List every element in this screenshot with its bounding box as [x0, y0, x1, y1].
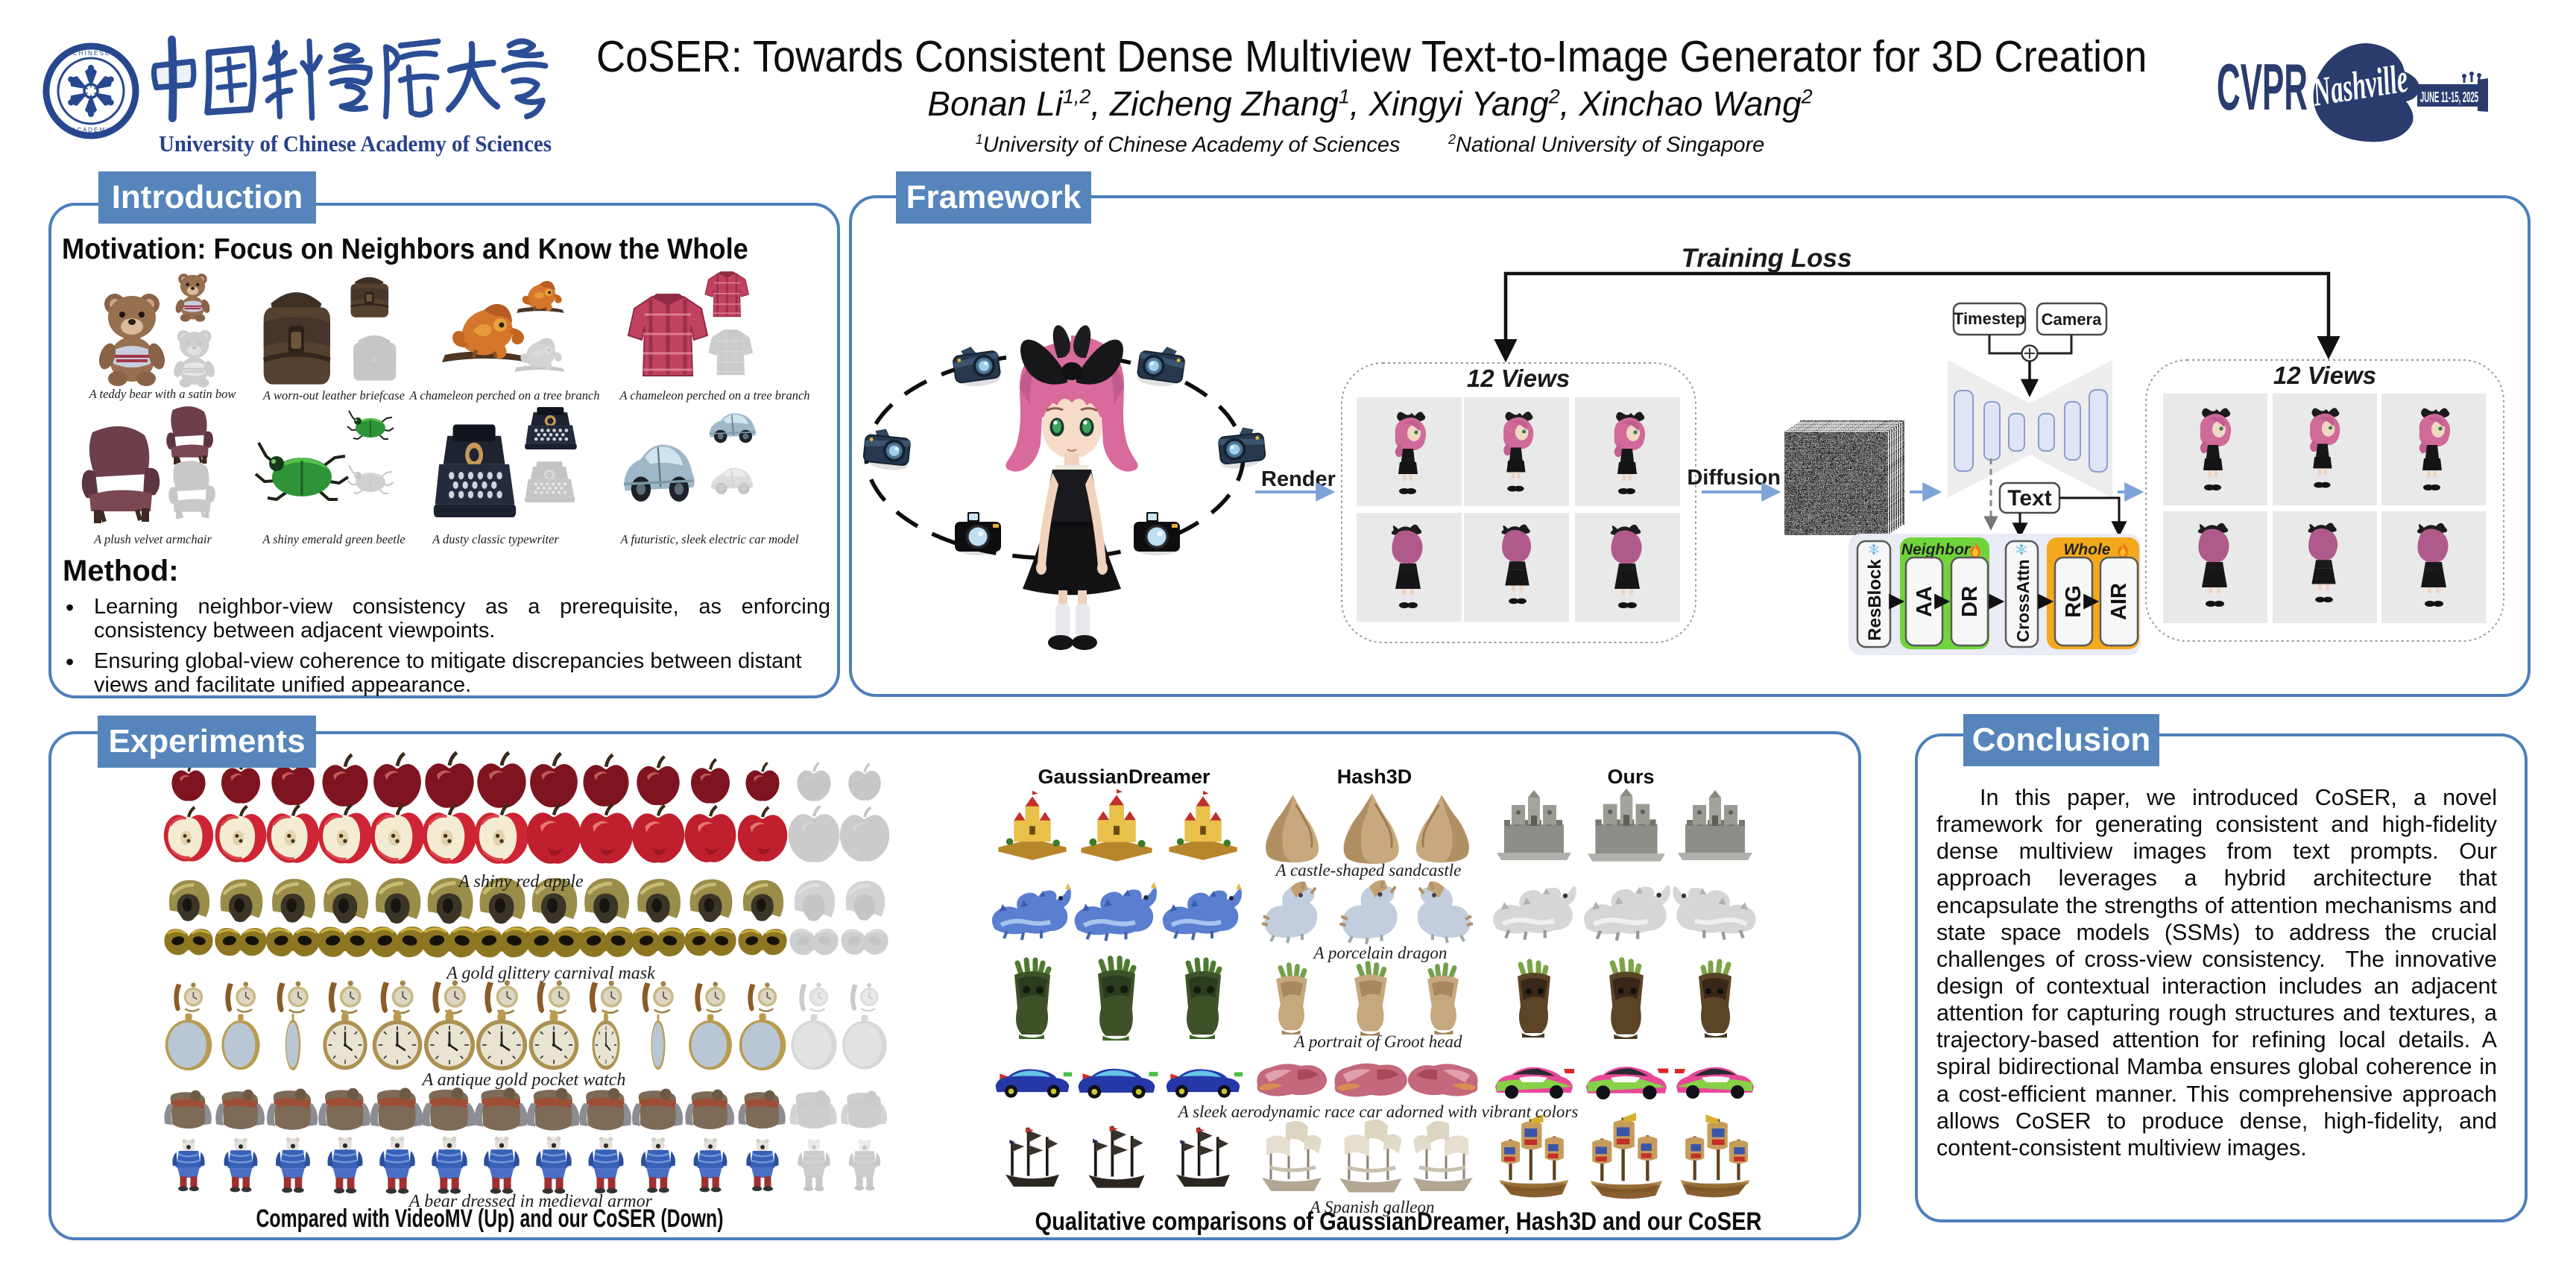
svg-text:A chameleon perched on a tree: A chameleon perched on a tree branch [619, 388, 809, 402]
svg-text:12 Views: 12 Views [1467, 364, 1570, 392]
svg-text:C H I N E S E: C H I N E S E [73, 50, 110, 57]
svg-text:University of Chinese Academy: University of Chinese Academy of Science… [159, 130, 552, 157]
svg-text:AIR: AIR [2107, 583, 2131, 620]
svg-text:Timestep: Timestep [1954, 309, 2025, 328]
svg-text:Whole: Whole [2064, 541, 2111, 558]
svg-text:A shiny emerald green beetle: A shiny emerald green beetle [262, 532, 405, 546]
svg-text:Qualitative comparisons of Gau: Qualitative comparisons of GaussianDream… [1035, 1208, 1762, 1236]
svg-text:A teddy bear with a satin bow: A teddy bear with a satin bow [89, 387, 236, 401]
svg-text:DR: DR [1958, 586, 1982, 617]
svg-text:Neighbor: Neighbor [1901, 541, 1972, 558]
svg-text:GaussianDreamer: GaussianDreamer [1038, 765, 1210, 788]
svg-text:A shiny red apple: A shiny red apple [457, 872, 584, 891]
svg-text:ResBlock: ResBlock [1865, 559, 1885, 641]
svg-text:JUNE 11-15, 2025: JUNE 11-15, 2025 [2420, 89, 2478, 106]
svg-text:A dusty classic typewriter: A dusty classic typewriter [432, 532, 559, 546]
svg-text:A worn-out leather briefcase: A worn-out leather briefcase [262, 388, 405, 402]
svg-text:A chameleon perched on a tree: A chameleon perched on a tree branch [408, 388, 599, 402]
svg-text:A antique gold pocket watch: A antique gold pocket watch [421, 1070, 626, 1090]
svg-text:Camera: Camera [2042, 310, 2102, 329]
svg-text:RG: RG [2062, 585, 2086, 618]
svg-text:A futuristic, sleek electric: A futuristic, sleek electric car model [620, 532, 799, 546]
svg-text:AA: AA [1913, 586, 1936, 617]
svg-text:A Spanish galleon: A Spanish galleon [1309, 1198, 1435, 1216]
svg-text:A bear dressed in medieval arm: A bear dressed in medieval armor [408, 1192, 653, 1211]
svg-text:Ours: Ours [1607, 765, 1654, 788]
svg-text:Training Loss: Training Loss [1682, 244, 1852, 273]
svg-text:Compared with VideoMV (Up) and: Compared with VideoMV (Up) and our CoSER… [256, 1205, 724, 1233]
svg-text:CVPR: CVPR [2217, 50, 2308, 124]
svg-text:A sleek aerodynamic race car a: A sleek aerodynamic race car adorned wit… [1177, 1102, 1579, 1121]
svg-text:A porcelain dragon: A porcelain dragon [1313, 944, 1448, 962]
svg-text:A C A D E M Y: A C A D E M Y [72, 127, 110, 133]
svg-text:A gold glittery carnival mask: A gold glittery carnival mask [445, 964, 655, 983]
svg-text:Hash3D: Hash3D [1337, 765, 1412, 788]
svg-text:A plush velvet armchair: A plush velvet armchair [93, 532, 212, 546]
svg-text:Text: Text [2007, 486, 2051, 511]
svg-text:Diffusion: Diffusion [1687, 466, 1781, 490]
svg-text:CrossAttn: CrossAttn [2013, 559, 2033, 642]
svg-text:A castle-shaped sandcastle: A castle-shaped sandcastle [1275, 861, 1462, 880]
svg-text:Render: Render [1261, 467, 1336, 491]
svg-text:12 Views: 12 Views [2273, 362, 2376, 389]
svg-text:A portrait of Groot head: A portrait of Groot head [1293, 1032, 1462, 1051]
